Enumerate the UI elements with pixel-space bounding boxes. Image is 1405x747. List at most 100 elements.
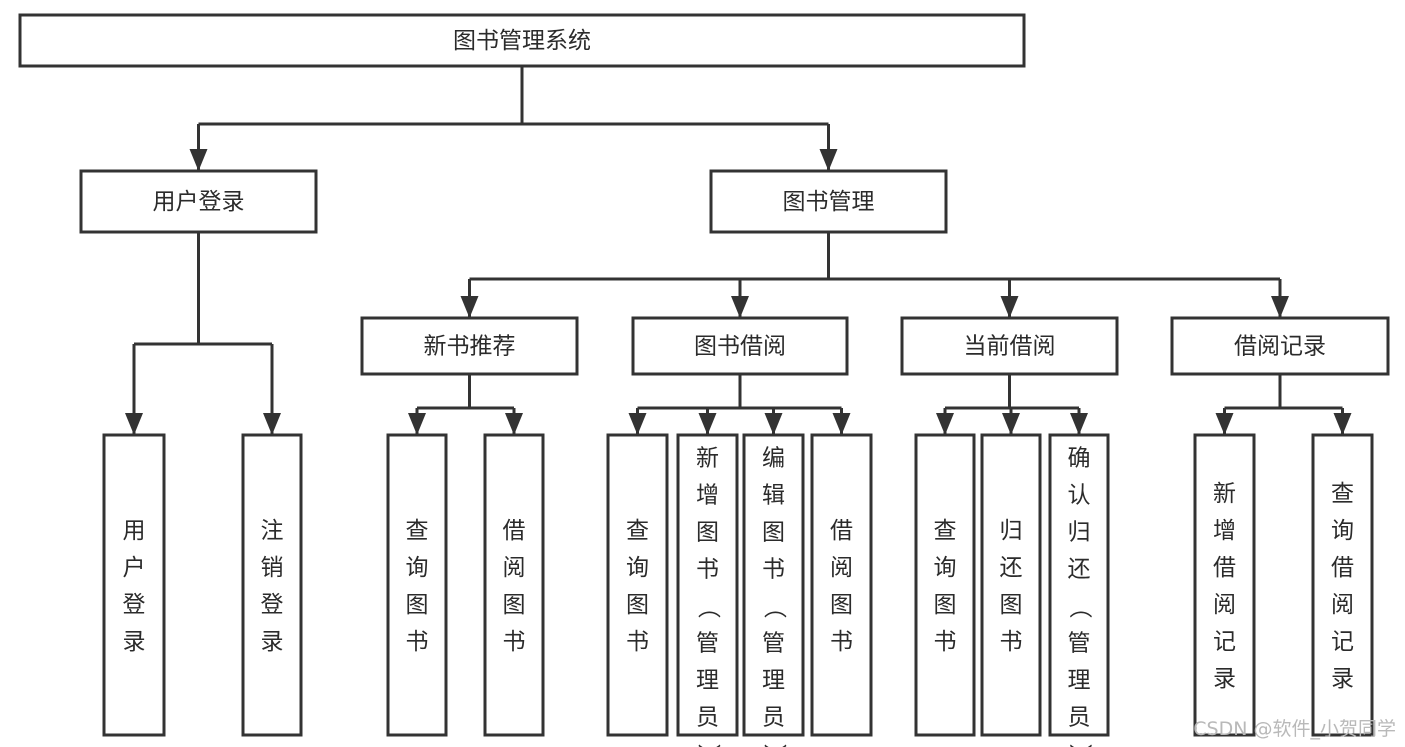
node-box-current-borrow[interactable] <box>900 316 1119 376</box>
node-box-leaf-confirm-return[interactable] <box>1048 433 1110 737</box>
node-leaf-query-book-c[interactable]: 查询图书查询图书 <box>899 426 991 737</box>
node-box-root[interactable] <box>18 13 1026 68</box>
node-label-char-leaf-confirm-return-8: ） <box>1067 744 1093 747</box>
node-label-char-leaf-user-login-3: 录 <box>123 629 146 655</box>
edges-layer <box>125 66 1352 435</box>
node-box-borrow-record[interactable] <box>1170 316 1390 376</box>
arrow-head-leaf-query-record <box>1333 413 1352 435</box>
node-label-char-leaf-logout-0: 注 <box>261 518 284 544</box>
arrow-head-leaf-borrow-book-b <box>832 413 851 435</box>
node-label-borrow-record: 借阅记录 <box>1234 334 1326 360</box>
node-label-char-leaf-edit-book-7: 员 <box>762 705 785 731</box>
node-label-char-leaf-confirm-return-0: 确 <box>1068 446 1091 472</box>
node-box-leaf-logout[interactable] <box>241 433 303 737</box>
node-label-char-leaf-add-book-0: 新 <box>696 446 719 472</box>
node-label-char-leaf-return-book-2: 图 <box>1000 592 1023 618</box>
node-label-char-leaf-query-book-c-2: 图 <box>934 592 957 618</box>
node-label-char-leaf-query-record-2: 借 <box>1331 555 1354 581</box>
node-label-char-leaf-add-record-0: 新 <box>1213 481 1236 507</box>
node-box-leaf-query-book-c[interactable] <box>914 433 976 737</box>
node-label-char-leaf-edit-book-2: 图 <box>762 520 785 546</box>
arrow-head-leaf-logout <box>263 413 281 435</box>
node-label-char-leaf-query-book-b-3: 书 <box>626 629 649 655</box>
node-label-char-leaf-query-book-c-3: 书 <box>934 629 957 655</box>
node-leaf-user-login[interactable]: 用户登录用户登录 <box>88 426 180 737</box>
node-label-char-leaf-logout-3: 录 <box>261 629 284 655</box>
node-label-char-leaf-borrow-book-b-0: 借 <box>830 518 853 544</box>
node-leaf-query-book-b[interactable]: 查询图书查询图书 <box>592 426 684 737</box>
node-label-char-leaf-add-book-3: 书 <box>696 557 719 583</box>
arrow-head-leaf-query-book-rec <box>408 413 426 435</box>
node-label-char-leaf-add-book-6: 理 <box>696 668 719 694</box>
node-box-leaf-borrow-book-b[interactable] <box>810 433 873 737</box>
node-box-book-borrow[interactable] <box>631 316 849 376</box>
node-label-char-leaf-confirm-return-7: 员 <box>1068 705 1091 731</box>
node-box-leaf-return-book[interactable] <box>980 433 1042 737</box>
node-new-book-rec[interactable]: 新书推荐 <box>360 316 579 376</box>
node-box-leaf-query-book-rec[interactable] <box>386 433 448 737</box>
node-label-char-leaf-confirm-return-3: 还 <box>1068 557 1091 583</box>
watermark-text: CSDN @软件_小贺同学 <box>1193 718 1396 740</box>
node-box-leaf-edit-book[interactable] <box>742 433 805 737</box>
arrow-head-book-manage <box>819 149 838 171</box>
node-borrow-record[interactable]: 借阅记录 <box>1170 316 1390 376</box>
node-box-leaf-add-book[interactable] <box>676 433 739 737</box>
arrow-head-leaf-confirm-return <box>1070 413 1088 435</box>
node-label-char-leaf-edit-book-6: 理 <box>762 668 785 694</box>
node-label-char-leaf-edit-book-8: ） <box>761 744 787 747</box>
node-label-char-leaf-query-record-3: 阅 <box>1331 592 1354 618</box>
node-book-manage[interactable]: 图书管理 <box>709 169 948 234</box>
node-user-login[interactable]: 用户登录 <box>79 169 318 234</box>
node-label-char-leaf-borrow-book-rec-2: 图 <box>503 592 526 618</box>
node-label-book-manage: 图书管理 <box>783 189 875 215</box>
node-label-char-leaf-edit-book-4: （ <box>761 596 787 619</box>
node-label-char-leaf-add-record-4: 记 <box>1213 629 1236 655</box>
node-leaf-query-book-rec[interactable]: 查询图书查询图书 <box>371 426 463 737</box>
arrow-head-new-book-rec <box>460 296 479 318</box>
node-current-borrow[interactable]: 当前借阅 <box>900 316 1119 376</box>
node-label-char-leaf-add-record-5: 录 <box>1213 666 1236 692</box>
arrow-head-leaf-edit-book <box>764 413 783 435</box>
node-label-char-leaf-borrow-book-b-2: 图 <box>830 592 853 618</box>
node-box-leaf-add-record[interactable] <box>1193 433 1256 737</box>
node-label-char-leaf-confirm-return-6: 理 <box>1068 668 1091 694</box>
node-leaf-borrow-book-b[interactable]: 借阅图书借阅图书 <box>796 426 888 737</box>
node-leaf-query-record[interactable]: 查询借阅记录查询借阅记录 <box>1274 426 1405 737</box>
node-box-leaf-borrow-book-rec[interactable] <box>483 433 545 737</box>
arrow-head-leaf-add-book <box>698 413 717 435</box>
node-box-book-manage[interactable] <box>709 169 948 234</box>
node-box-user-login[interactable] <box>79 169 318 234</box>
arrow-head-leaf-borrow-book-rec <box>505 413 523 435</box>
node-leaf-logout[interactable]: 注销登录注销登录 <box>226 426 318 737</box>
node-label-char-leaf-add-book-5: 管 <box>696 631 719 657</box>
node-label-char-leaf-edit-book-3: 书 <box>762 557 785 583</box>
node-label-char-leaf-borrow-book-rec-0: 借 <box>503 518 526 544</box>
arrow-head-user-login <box>189 149 208 171</box>
node-leaf-return-book[interactable]: 归还图书归还图书 <box>965 426 1057 737</box>
node-label-char-leaf-add-book-2: 图 <box>696 520 719 546</box>
node-leaf-borrow-book-rec[interactable]: 借阅图书借阅图书 <box>468 426 560 737</box>
node-label-char-leaf-query-book-rec-2: 图 <box>406 592 429 618</box>
node-leaf-add-record[interactable]: 新增借阅记录新增借阅记录 <box>1156 426 1294 737</box>
node-label-char-leaf-borrow-book-rec-1: 阅 <box>503 555 526 581</box>
node-box-new-book-rec[interactable] <box>360 316 579 376</box>
arrow-head-leaf-query-book-b <box>628 413 647 435</box>
node-label-char-leaf-user-login-1: 户 <box>123 555 146 581</box>
node-label-root: 图书管理系统 <box>453 28 591 54</box>
node-label-char-leaf-query-book-b-1: 询 <box>626 555 649 581</box>
node-box-leaf-user-login[interactable] <box>102 433 166 737</box>
node-root[interactable]: 图书管理系统 <box>18 13 1026 68</box>
node-label-user-login: 用户登录 <box>153 189 245 215</box>
node-label-char-leaf-return-book-1: 还 <box>1000 555 1023 581</box>
node-box-leaf-query-record[interactable] <box>1311 433 1374 737</box>
node-book-borrow[interactable]: 图书借阅 <box>631 316 849 376</box>
nodes-layer: 图书管理系统用户登录图书管理新书推荐图书借阅当前借阅借阅记录用户登录用户登录注销… <box>18 13 1405 747</box>
node-label-char-leaf-borrow-book-b-1: 阅 <box>830 555 853 581</box>
node-box-leaf-query-book-b[interactable] <box>606 433 669 737</box>
node-label-char-leaf-add-record-1: 增 <box>1213 518 1236 544</box>
node-label-char-leaf-query-book-b-2: 图 <box>626 592 649 618</box>
